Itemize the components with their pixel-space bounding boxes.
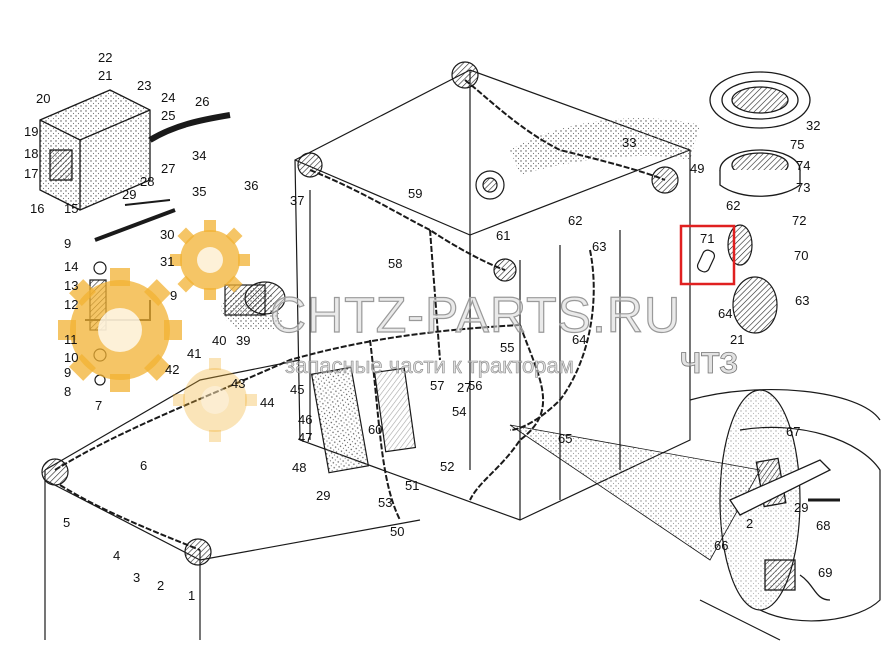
- watermark-brand: ЧТЗ: [680, 347, 738, 380]
- callout-66: 66: [714, 538, 728, 553]
- callout-44: 44: [260, 395, 274, 410]
- callout-27: 27: [161, 161, 175, 176]
- callout-52: 52: [440, 459, 454, 474]
- callout-71: 71: [700, 231, 714, 246]
- callout-62: 62: [568, 213, 582, 228]
- callout-48: 48: [292, 460, 306, 475]
- callout-15: 15: [64, 201, 78, 216]
- callout-43: 43: [231, 376, 245, 391]
- callout-35: 35: [192, 184, 206, 199]
- callout-31: 31: [160, 254, 174, 269]
- callout-13: 13: [64, 278, 78, 293]
- callout-50: 50: [390, 524, 404, 539]
- callout-33: 33: [622, 135, 636, 150]
- callout-2: 2: [157, 578, 164, 593]
- callout-57: 57: [430, 378, 444, 393]
- battery-group: [39, 89, 231, 211]
- callout-70: 70: [794, 248, 808, 263]
- callout-60: 60: [368, 422, 382, 437]
- callout-63: 63: [592, 239, 606, 254]
- callout-42: 42: [165, 362, 179, 377]
- callout-40: 40: [212, 333, 226, 348]
- highlight-box: [679, 224, 736, 286]
- callout-19: 19: [24, 124, 38, 139]
- callout-3: 3: [133, 570, 140, 585]
- callout-16: 16: [30, 201, 44, 216]
- callout-28: 28: [140, 174, 154, 189]
- callout-5: 5: [63, 515, 70, 530]
- callout-26: 26: [195, 94, 209, 109]
- callout-65: 65: [558, 431, 572, 446]
- callout-34: 34: [192, 148, 206, 163]
- callout-59: 59: [408, 186, 422, 201]
- wiring-harness: [54, 79, 666, 551]
- callout-9: 9: [64, 365, 71, 380]
- callout-1: 1: [188, 588, 195, 603]
- lower-right-parts: [729, 457, 840, 601]
- callout-8: 8: [64, 384, 71, 399]
- callout-27-5: 27: [457, 380, 471, 395]
- callout-69: 69: [818, 565, 832, 580]
- callout-58: 58: [388, 256, 402, 271]
- callout-22: 22: [98, 50, 112, 65]
- callout-37: 37: [290, 193, 304, 208]
- callout-29-9: 29: [794, 500, 808, 515]
- callout-67: 67: [786, 424, 800, 439]
- horn-cover-group: [709, 71, 811, 197]
- callout-54: 54: [452, 404, 466, 419]
- callout-73: 73: [796, 180, 810, 195]
- callout-14: 14: [64, 259, 78, 274]
- callout-36: 36: [244, 178, 258, 193]
- callout-46: 46: [298, 412, 312, 427]
- watermark-main: CHTZ-PARTS.RU: [270, 287, 681, 343]
- callout-64: 64: [572, 332, 586, 347]
- callout-45: 45: [290, 382, 304, 397]
- callout-56: 56: [468, 378, 482, 393]
- callout-6: 6: [140, 458, 147, 473]
- callout-2-8: 2: [746, 516, 753, 531]
- gear-logo-watermark: [58, 220, 257, 442]
- callout-11: 11: [64, 332, 78, 347]
- callout-24: 24: [161, 90, 175, 105]
- callout-10: 10: [64, 350, 78, 365]
- callout-20: 20: [36, 91, 50, 106]
- callout-9-11: 9: [170, 288, 177, 303]
- callout-62-3: 62: [726, 198, 740, 213]
- watermark-sub: запасные части к тракторам: [285, 353, 574, 378]
- callout-49: 49: [690, 161, 704, 176]
- callout-12: 12: [64, 297, 78, 312]
- callout-55: 55: [500, 340, 514, 355]
- callout-68: 68: [816, 518, 830, 533]
- callout-72: 72: [792, 213, 806, 228]
- callout-75: 75: [790, 137, 804, 152]
- callout-64-10: 64: [718, 306, 732, 321]
- callout-41: 41: [187, 346, 201, 361]
- callout-30: 30: [160, 227, 174, 242]
- callout-47: 47: [298, 430, 312, 445]
- callout-53: 53: [378, 495, 392, 510]
- callout-21-6: 21: [730, 332, 744, 347]
- callout-39: 39: [236, 333, 250, 348]
- callout-29-4: 29: [316, 488, 330, 503]
- callout-4: 4: [113, 548, 120, 563]
- part-71-icon: [696, 249, 716, 273]
- callout-labels: 1234567891011121314151617181920212223242…: [24, 50, 832, 603]
- callout-29: 29: [122, 187, 136, 202]
- tractor-body: [44, 69, 881, 641]
- callout-21: 21: [98, 68, 112, 83]
- callout-51: 51: [405, 478, 419, 493]
- callout-18: 18: [24, 146, 38, 161]
- callout-74: 74: [796, 158, 810, 173]
- callout-9-7: 9: [64, 236, 71, 251]
- callout-17: 17: [24, 166, 38, 181]
- callout-32: 32: [806, 118, 820, 133]
- callout-25: 25: [161, 108, 175, 123]
- callout-61: 61: [496, 228, 510, 243]
- callout-23: 23: [137, 78, 151, 93]
- callout-7: 7: [95, 398, 102, 413]
- callout-63-2: 63: [795, 293, 809, 308]
